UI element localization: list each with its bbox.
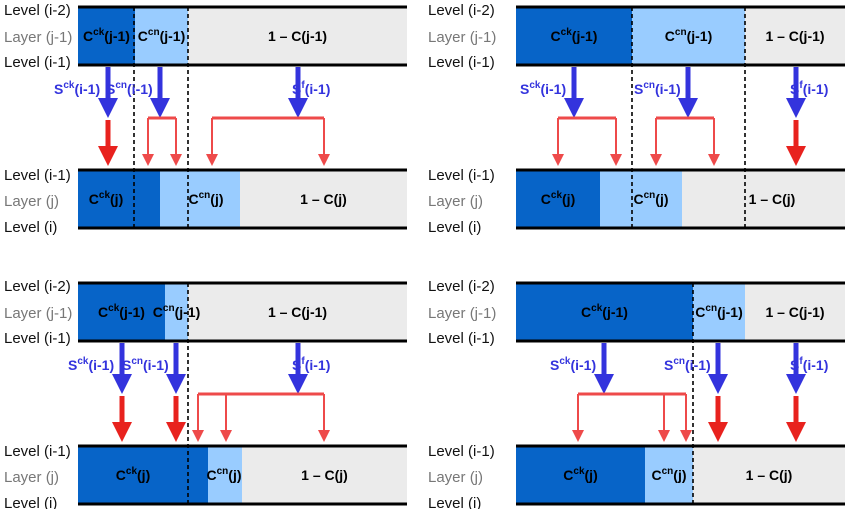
top-segment <box>78 7 135 65</box>
bottom-row-label: Layer (j) <box>4 193 59 210</box>
bottom-segment <box>645 446 693 504</box>
bottom-segment <box>600 170 632 228</box>
flux-label: Sf(i-1) <box>292 356 330 373</box>
top-row-label: Layer (j-1) <box>4 29 72 46</box>
top-segment <box>745 7 845 65</box>
bottom-row-label: Level (i) <box>4 219 57 236</box>
flux-label: Sf(i-1) <box>790 80 828 97</box>
bottom-row-label: Level (i-1) <box>4 443 71 460</box>
bottom-row-label: Level (i) <box>4 495 57 509</box>
top-row-label: Layer (j-1) <box>4 305 72 322</box>
bottom-segment <box>240 170 407 228</box>
top-segment-label: 1 – C(j-1) <box>268 304 327 320</box>
bottom-row-label: Layer (j) <box>428 193 483 210</box>
flux-label: Sck(i-1) <box>54 80 100 97</box>
bottom-segment <box>516 170 600 228</box>
bottom-segment-label: Cck(j) <box>563 466 597 483</box>
panel-1: Level (i-2) Layer (j-1) Level (i-1) Level (… <box>4 2 407 236</box>
top-segment <box>188 7 407 65</box>
top-segment <box>165 283 188 341</box>
top-segment-label: 1 – C(j-1) <box>765 28 824 44</box>
bottom-segment <box>188 446 208 504</box>
top-row-label: Level (i-1) <box>4 54 71 71</box>
top-segment-label: 1 – C(j-1) <box>765 304 824 320</box>
flux-label: Sf(i-1) <box>292 80 330 97</box>
top-segment-label: Ccn(j-1) <box>153 303 200 320</box>
panel-4: Level (i-2) Layer (j-1) Level (i-1) Level (… <box>428 278 845 509</box>
bottom-row-label: Level (i-1) <box>428 167 495 184</box>
bottom-segment-label: 1 – C(j) <box>746 467 793 483</box>
bottom-segment <box>632 170 682 228</box>
top-row-label: Level (i-2) <box>4 278 71 295</box>
flux-label: Scn(i-1) <box>664 356 711 373</box>
top-segment <box>516 7 632 65</box>
bottom-segment <box>242 446 407 504</box>
top-segment-label: 1 – C(j-1) <box>268 28 327 44</box>
flux-label: Sck(i-1) <box>68 356 114 373</box>
top-segment <box>135 7 188 65</box>
bottom-row-label: Level (i-1) <box>4 167 71 184</box>
panel-3: Level (i-2) Layer (j-1) Level (i-1) Level (… <box>4 278 407 509</box>
bottom-segment <box>78 170 134 228</box>
top-segment-label: Cck(j-1) <box>98 303 145 320</box>
top-segment <box>188 283 407 341</box>
bottom-segment-label: Ccn(j) <box>206 466 241 483</box>
top-segment <box>693 283 745 341</box>
bottom-row-label: Level (i) <box>428 495 481 509</box>
flux-label: Scn(i-1) <box>106 80 153 97</box>
bottom-segment-label: Cck(j) <box>116 466 150 483</box>
bottom-segment <box>134 170 160 228</box>
top-segment-label: Cck(j-1) <box>551 27 598 44</box>
bottom-row-label: Level (i) <box>428 219 481 236</box>
bottom-segment <box>516 446 645 504</box>
bottom-segment-label: 1 – C(j) <box>301 467 348 483</box>
top-segment-label: Cck(j-1) <box>83 27 130 44</box>
bottom-segment-label: Cck(j) <box>541 190 575 207</box>
top-segment-label: Ccn(j-1) <box>665 27 712 44</box>
bottom-segment <box>160 170 240 228</box>
top-row-label: Level (i-1) <box>4 330 71 347</box>
bottom-segment <box>208 446 242 504</box>
flux-label: Sf(i-1) <box>790 356 828 373</box>
bottom-segment <box>682 170 845 228</box>
top-row-label: Level (i-1) <box>428 54 495 71</box>
top-row-label: Level (i-1) <box>428 330 495 347</box>
bottom-segment-label: Ccn(j) <box>633 190 668 207</box>
top-segment <box>632 7 745 65</box>
bottom-segment-label: Ccn(j) <box>188 190 223 207</box>
flux-label: Sck(i-1) <box>550 356 596 373</box>
flux-label: Scn(i-1) <box>634 80 681 97</box>
bottom-segment <box>693 446 845 504</box>
flux-label: Sck(i-1) <box>520 80 566 97</box>
bottom-segment <box>78 446 188 504</box>
flux-label: Scn(i-1) <box>122 356 169 373</box>
top-row-label: Level (i-2) <box>428 2 495 19</box>
bottom-segment-label: 1 – C(j) <box>300 191 347 207</box>
bottom-row-label: Layer (j) <box>4 469 59 486</box>
bottom-row-label: Layer (j) <box>428 469 483 486</box>
bottom-segment-label: Ccn(j) <box>651 466 686 483</box>
bottom-segment-label: 1 – C(j) <box>749 191 796 207</box>
bottom-segment-label: Cck(j) <box>89 190 123 207</box>
top-segment <box>516 283 693 341</box>
top-segment-label: Ccn(j-1) <box>695 303 742 320</box>
bottom-row-label: Level (i-1) <box>428 443 495 460</box>
top-segment <box>78 283 165 341</box>
top-segment-label: Ccn(j-1) <box>138 27 185 44</box>
panel-2: Level (i-2) Layer (j-1) Level (i-1) Level (… <box>428 2 845 236</box>
top-row-label: Layer (j-1) <box>428 305 496 322</box>
top-row-label: Level (i-2) <box>428 278 495 295</box>
top-row-label: Level (i-2) <box>4 2 71 19</box>
top-segment-label: Cck(j-1) <box>581 303 628 320</box>
top-row-label: Layer (j-1) <box>428 29 496 46</box>
top-segment <box>745 283 845 341</box>
